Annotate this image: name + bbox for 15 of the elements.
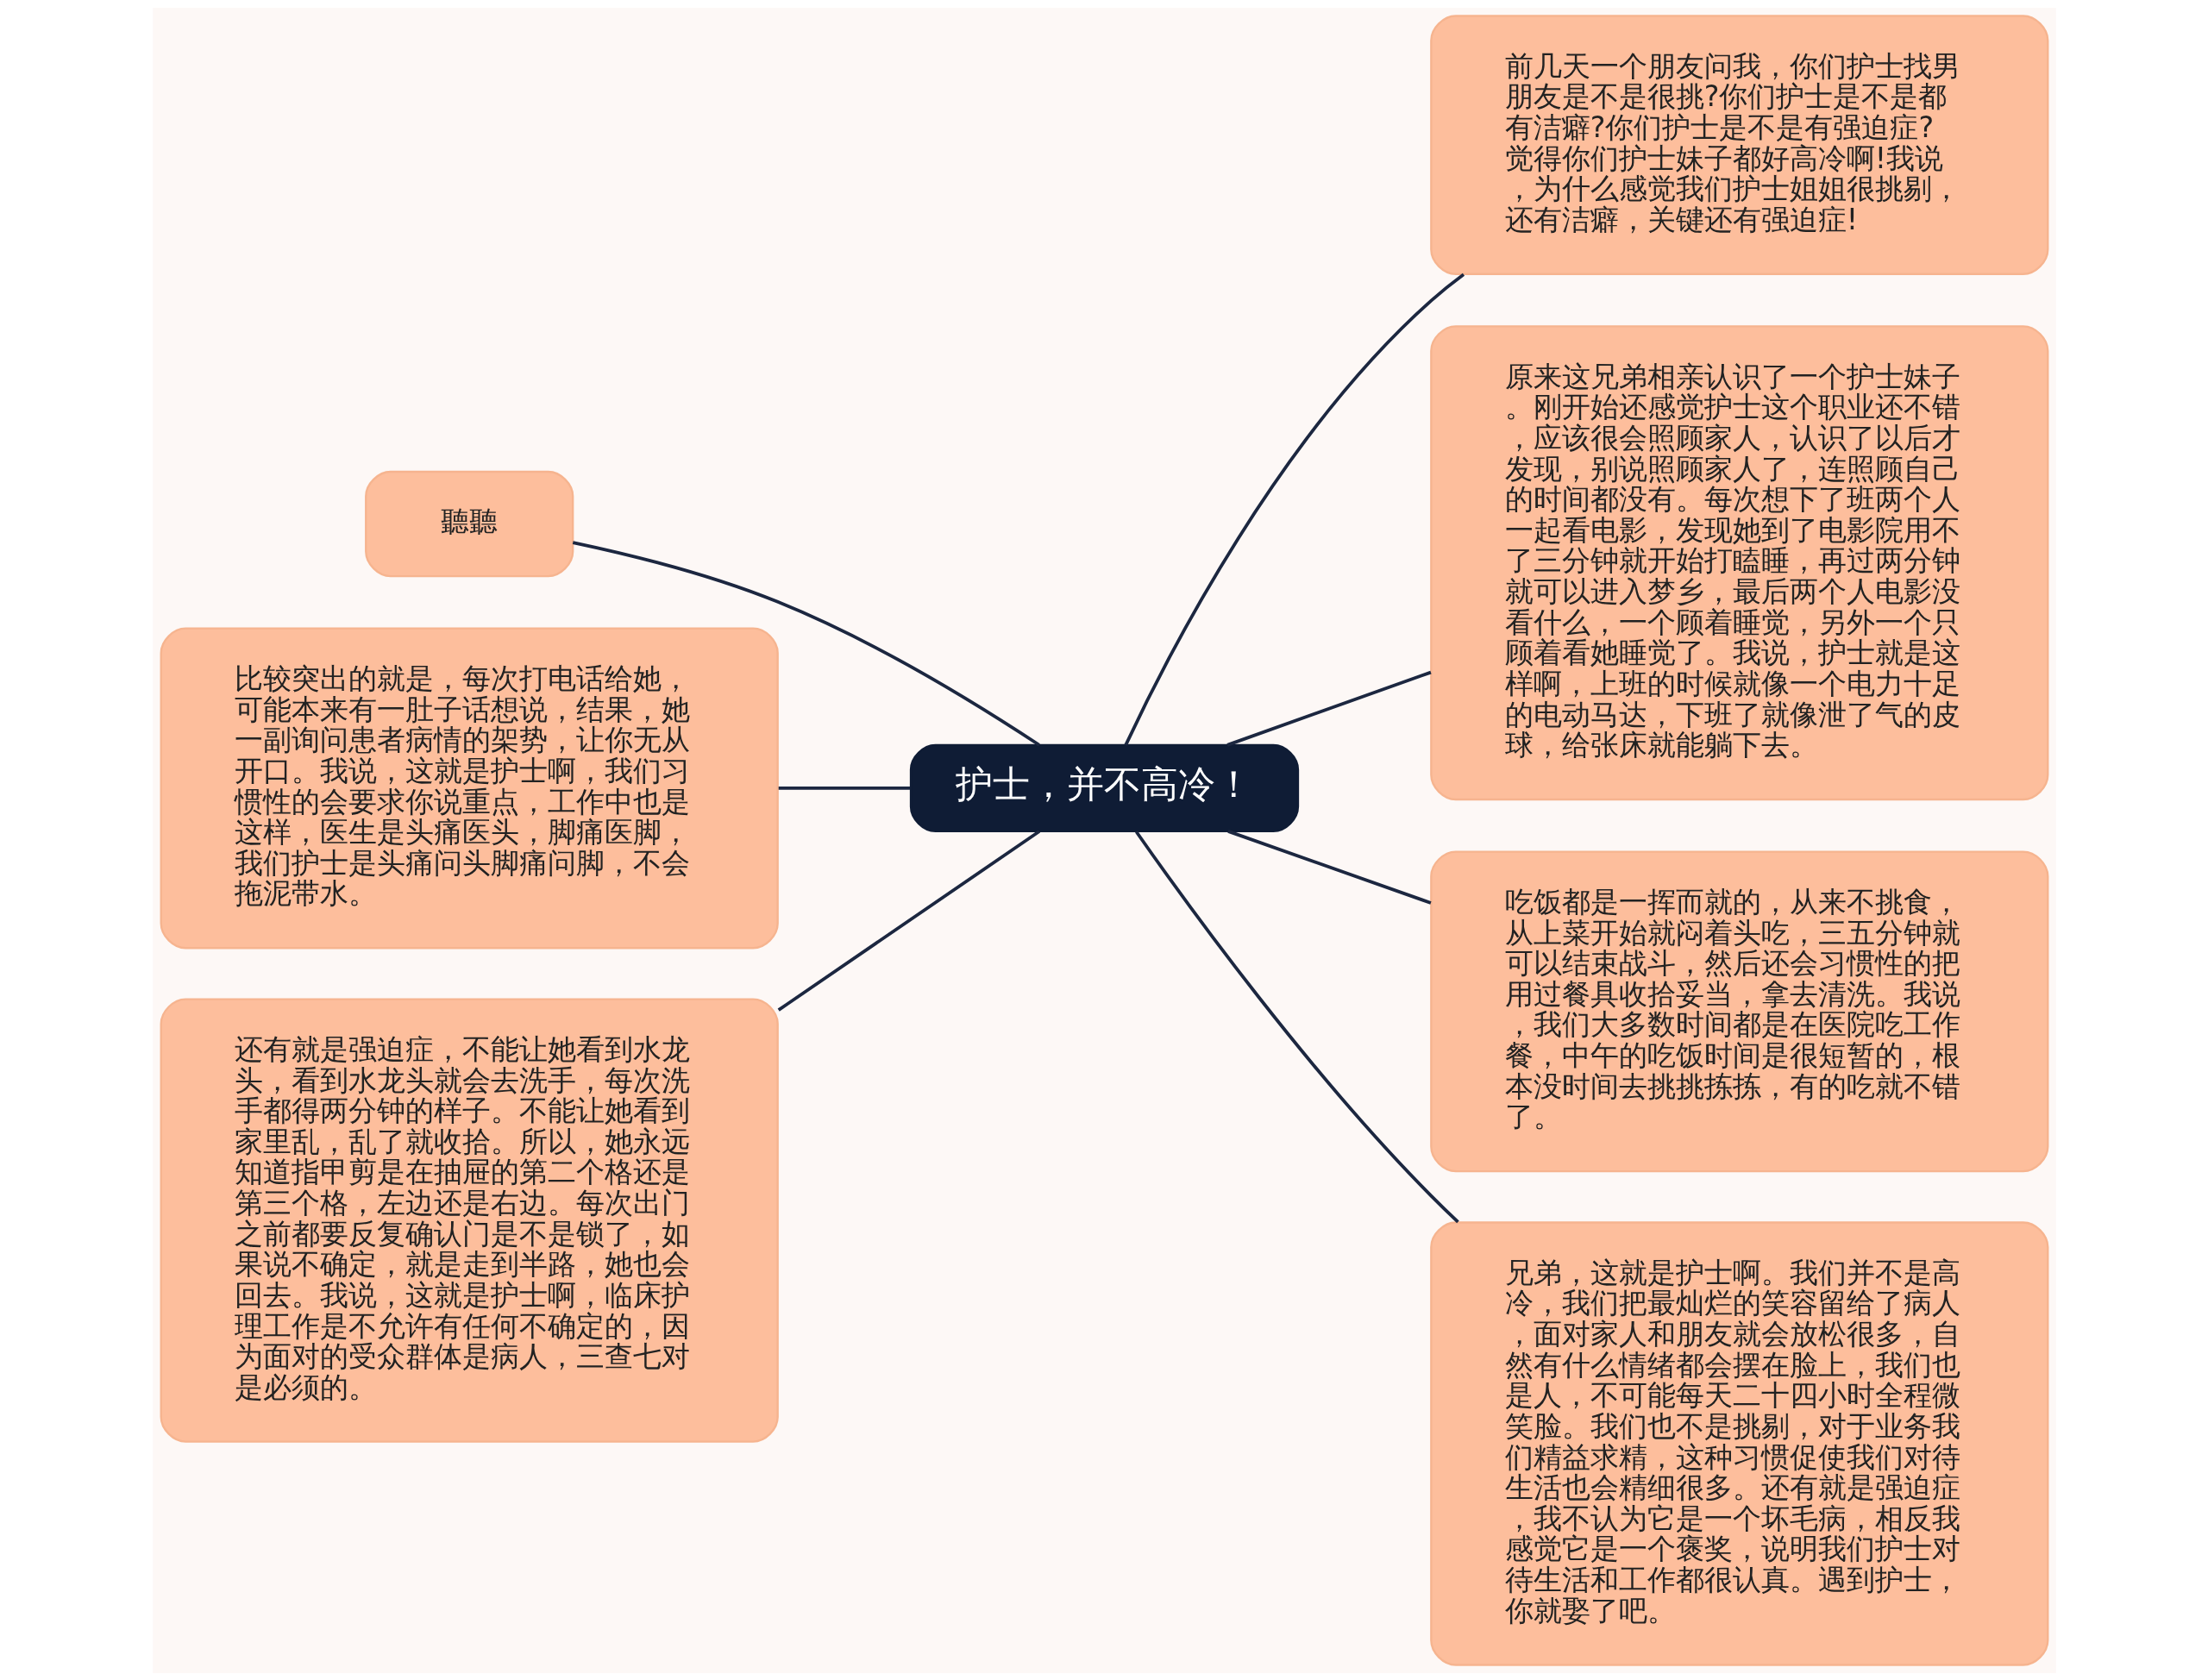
node-box: 护士，并不高冷！	[909, 743, 1299, 832]
node-box: 前几天一个朋友问我，你们护士找男朋友是不是很挑?你们护士是不是都有洁癖?你们护士是不是有强迫症?觉得你们护士妹子都好高冷啊!我说，为什么感觉我们护士姐姐很挑剔，还有洁癖，关键还有强迫症!	[1429, 14, 2048, 275]
connector	[1134, 830, 1459, 1223]
node-box: 兄弟，这就是护士啊。我们并不是高冷，我们把最灿烂的笑容留给了病人，面对家人和朋友就会放松很多，自然有什么情绪都会摆在脸上，我们也是人，不可能每天二十四小时全程微笑脸。我们也不是挑剔，对于业务我们精益求精，这种习惯促使我们对待生活也会精细很多。还有就是强迫症，我不认为它是一个坏毛病，相反我感觉它是一个褒奖，说明我们护士对待生活和工作都很认真。遇到护士，你就娶了吧。	[1429, 1220, 2048, 1666]
node-box: 比较突出的就是，每次打电话给她，可能本来有一肚子话想说，结果，她一副询问患者病情的架势，让你无从开口。我说，这就是护士啊，我们习惯性的会要求你说重点，工作中也是这样，医生是头痛医头，脚痛医脚，我们护士是头痛问头脚痛问脚，不会拖泥带水。	[160, 626, 779, 949]
node-box: 吃饭都是一挥而就的，从来不挑食，从上菜开始就闷着头吃，三五分钟就可以结束战斗，然后还会习惯性的把用过餐具收拾妥当，拿去清洗。我说，我们大多数时间都是在医院吃工作餐，中午的吃饭时间是很短暂的，根本没时间去挑挑拣拣，有的吃就不错了。	[1429, 849, 2048, 1172]
connector	[1226, 829, 1432, 905]
node-box: 原来这兄弟相亲认识了一个护士妹子。刚开始还感觉护士这个职业还不错，应该很会照顾家人，认识了以后才发现，别说照顾家人了，连照顾自己的时间都没有。每次想下了班两个人一起看电影，发现她到了电影院用不了三分钟就开始打瞌睡，再过两分钟就可以进入梦乡，最后两个人电影没看什么，一个顾着睡觉，另外一个只顾着看她睡觉了。我说，护士就是这样啊，上班的时候就像一个电力十足的电动马达，下班了就像泄了气的皮球，给张床就能躺下去。	[1429, 324, 2048, 800]
connector	[1124, 273, 1465, 746]
connector	[1226, 670, 1432, 747]
connector	[778, 786, 910, 790]
node-box: 聽聽	[364, 470, 574, 577]
node-box: 还有就是强迫症，不能让她看到水龙头，看到水龙头就会去洗手，每次洗手都得两分钟的样子。不能让她看到家里乱，乱了就收拾。所以，她永远知道指甲剪是在抽屉的第二个格还是第三个格，左边还是右边。每次出门之前都要反复确认门是不是锁了，如果说不确定，就是走到半路，她也会回去。我说，这就是护士啊，临床护理工作是不允许有任何不确定的，因为面对的受众群体是病人，三查七对是必须的。	[160, 997, 779, 1443]
connector	[572, 540, 1040, 746]
connector	[777, 829, 1040, 1012]
